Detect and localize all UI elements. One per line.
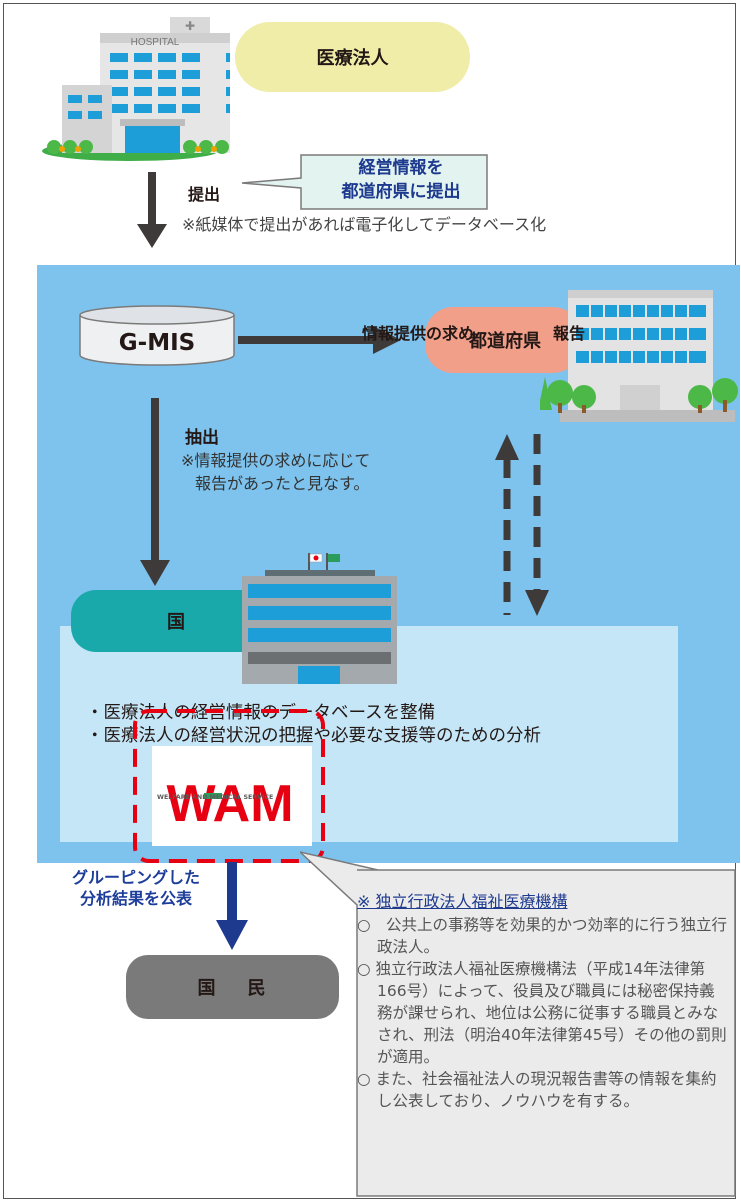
extract-note-line-1: ※情報提供の求めに応じて (181, 451, 371, 470)
gmis-label: G-MIS (118, 330, 196, 356)
wam-subtitle: WELFARE AND MEDICAL SERVICE (157, 794, 274, 801)
report-arrow-head (525, 590, 549, 616)
publish-line-2: 分析結果を公表 (79, 889, 192, 908)
submit-note: ※紙媒体で提出があれば電子化してデータベース化 (182, 215, 547, 234)
extract-note: ※情報提供の求めに応じて 報告があったと見なす。 (181, 449, 370, 495)
publish-line-1: グルーピングした (71, 868, 200, 887)
prefecture-pill: 都道府県 (425, 307, 585, 373)
medical-corporation-pill: 医療法人 (235, 22, 470, 92)
request-report-arrows (495, 434, 549, 616)
callout-line-2: 都道府県に提出 (341, 182, 461, 202)
government-building-illustration (242, 553, 397, 684)
submit-callout-text: 経営情報を 都道府県に提出 (316, 156, 486, 204)
extract-label: 抽出 (185, 428, 219, 448)
request-arrow-head (495, 434, 519, 460)
report-label: 報告 (553, 324, 586, 343)
database-cylinder-icon (79, 305, 235, 366)
citizens-pill: 国民 (126, 955, 339, 1019)
submit-label: 提出 (188, 185, 221, 204)
submit-callout (241, 154, 488, 210)
wam-note-title: ※ 独立行政法人福祉医療機構 (357, 892, 568, 911)
gmis-to-prefecture-arrow (238, 326, 401, 354)
publish-label: グルーピングした 分析結果を公表 (48, 867, 224, 909)
extract-note-line-2: 報告があったと見なす。 (195, 474, 370, 493)
publish-arrow (216, 862, 248, 950)
note-item: ○ 公共上の事務等を効果的かつ効率的に行う独立行政法人。 (357, 916, 728, 956)
wam-logo-text: WAM (166, 775, 293, 833)
note-item: ○ また、社会福祉法人の現況報告書等の情報を集約し公表しており、ノウハウを有する… (357, 1070, 717, 1110)
wam-logo: WAM (133, 709, 325, 863)
nation-bullet-list: ・医療法人の経営情報のデータベースを整備 ・医療法人の経営状況の把握や必要な支援… (86, 702, 541, 748)
hospital-sign: HOSPITAL (131, 37, 180, 48)
wam-note-box (300, 851, 736, 1197)
wam-note-content: ※ 独立行政法人福祉医療機構 ○ 公共上の事務等を効果的かつ効率的に行う独立行政… (357, 888, 730, 1112)
prefecture-building-illustration (540, 290, 738, 422)
citizens-char-1: 国 (197, 978, 218, 999)
request-label: 情報提供の求め (362, 324, 475, 343)
bullet-item: ・医療法人の経営情報のデータベースを整備 (86, 703, 436, 723)
extract-arrow (140, 398, 170, 586)
callout-line-1: 経営情報を (358, 158, 444, 178)
svg-text:✚: ✚ (185, 19, 195, 33)
bullet-item: ・医療法人の経営状況の把握や必要な支援等のための分析 (86, 726, 541, 746)
submit-arrow (137, 172, 167, 248)
citizens-char-2: 民 (247, 978, 268, 999)
hospital-illustration: ✚ HOSPITAL (42, 17, 230, 161)
note-item: ○ 独立行政法人福祉医療機構法（平成14年法律第166号）によって、役員及び職員… (357, 960, 727, 1066)
